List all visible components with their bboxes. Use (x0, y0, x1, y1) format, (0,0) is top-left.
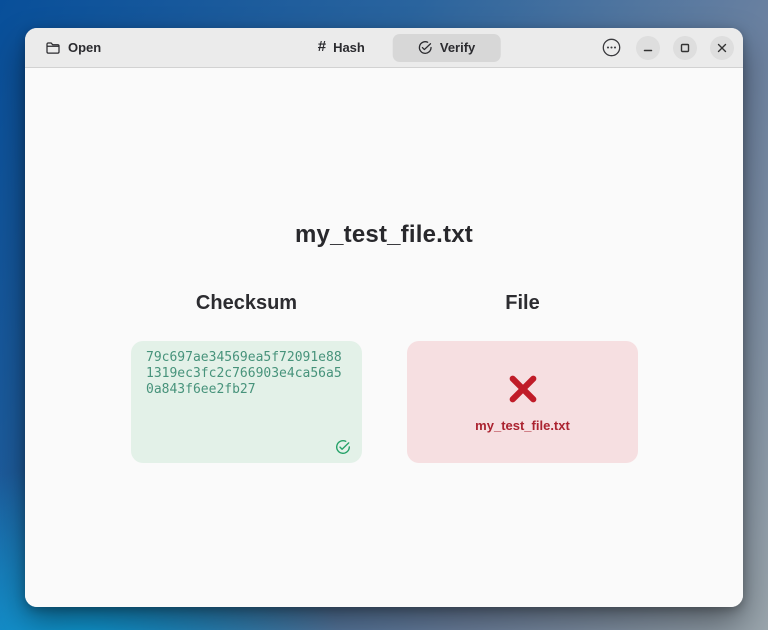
file-card[interactable]: my_test_file.txt (407, 341, 638, 463)
file-heading: File (505, 292, 540, 314)
close-icon (716, 42, 728, 54)
page-title: my_test_file.txt (295, 221, 473, 248)
file-name-label: my_test_file.txt (475, 417, 570, 433)
menu-dots-icon (601, 37, 622, 58)
verify-page: my_test_file.txt Checksum File 79c697ae3… (25, 68, 743, 607)
tab-hash-label: Hash (333, 40, 365, 55)
tab-hash[interactable]: # Hash (304, 34, 379, 62)
tab-verify[interactable]: Verify (392, 33, 501, 62)
close-button[interactable] (710, 35, 734, 60)
app-window: Open # Hash Verify (25, 28, 743, 607)
x-mark-icon (506, 374, 540, 404)
maximize-button[interactable] (673, 35, 697, 60)
check-circle-icon (335, 439, 351, 455)
tab-verify-label: Verify (439, 40, 476, 55)
mode-switcher: # Hash Verify (304, 28, 501, 67)
checksum-value[interactable]: 79c697ae34569ea5f72091e881319ec3fc2c7669… (146, 350, 342, 397)
open-button[interactable]: Open (39, 28, 107, 67)
menu-button[interactable] (599, 36, 623, 60)
minimize-button[interactable] (636, 35, 660, 60)
header-bar: Open # Hash Verify (25, 28, 743, 68)
headerbar-right (599, 28, 734, 67)
folder-icon (45, 40, 61, 56)
verified-check-icon (418, 40, 433, 55)
checksum-field[interactable]: 79c697ae34569ea5f72091e881319ec3fc2c7669… (131, 341, 362, 463)
open-button-label: Open (68, 40, 102, 55)
minimize-icon (642, 42, 654, 54)
checksum-heading: Checksum (195, 292, 298, 314)
maximize-icon (679, 42, 691, 54)
hash-icon: # (317, 38, 327, 55)
